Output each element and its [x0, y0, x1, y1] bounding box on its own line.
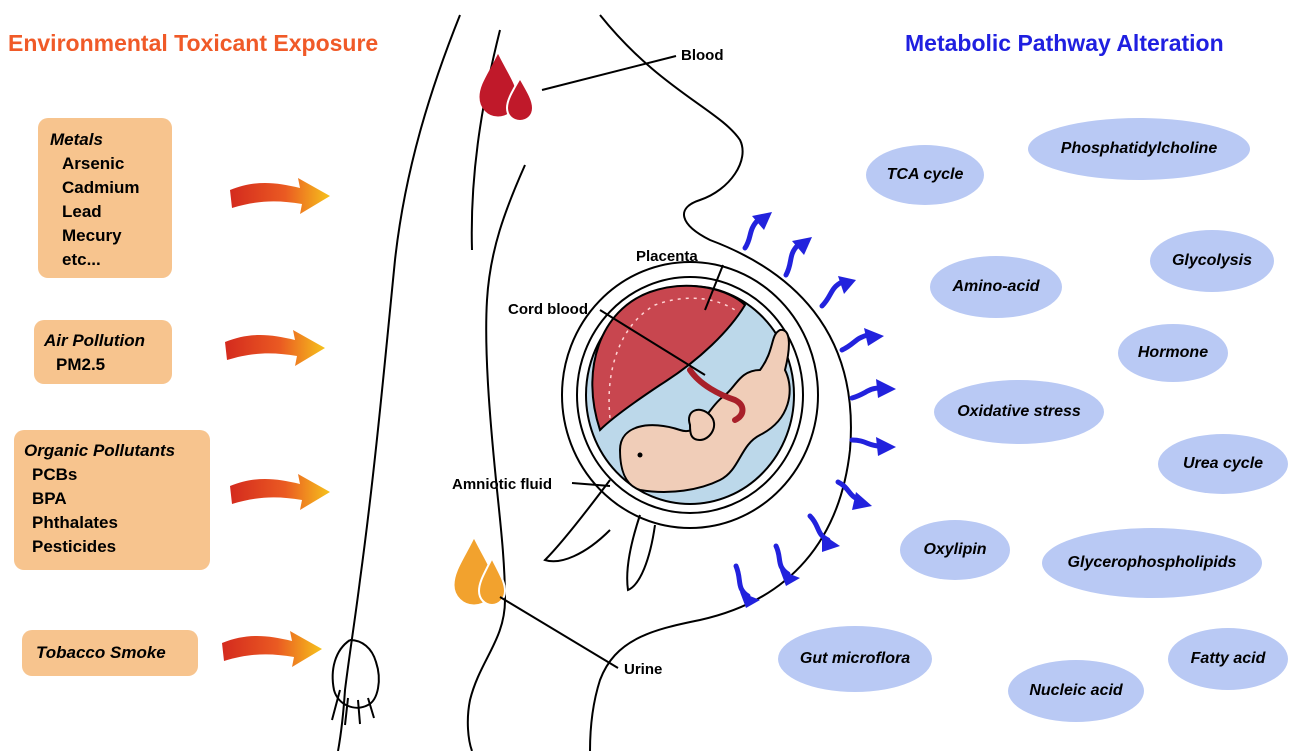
air-pollution-heading: Air Pollution — [44, 329, 172, 353]
toxicant-item: Mecury — [50, 224, 172, 248]
metals-heading: Metals — [50, 128, 172, 152]
pathway-amino-acid: Amino-acid — [930, 256, 1062, 318]
organic-pollutants-heading: Organic Pollutants — [24, 439, 210, 463]
toxicant-item: PM2.5 — [44, 353, 172, 377]
toxicant-item: Phthalates — [24, 511, 210, 535]
toxicant-item: Arsenic — [50, 152, 172, 176]
toxicant-item: Lead — [50, 200, 172, 224]
metals-box: Metals Arsenic Cadmium Lead Mecury etc..… — [38, 118, 172, 278]
toxicant-item: etc... — [50, 248, 172, 272]
tobacco-smoke-heading: Tobacco Smoke — [36, 641, 198, 665]
blood-drop-icon — [480, 55, 533, 121]
pathway-phosphatidylcholine: Phosphatidylcholine — [1028, 118, 1250, 180]
urine-label: Urine — [624, 661, 662, 678]
pathway-oxidative-stress: Oxidative stress — [934, 380, 1104, 444]
toxicant-item: PCBs — [24, 463, 210, 487]
pathway-tca-cycle: TCA cycle — [866, 145, 984, 205]
toxicant-arrows — [222, 178, 330, 667]
pathway-oxylipin: Oxylipin — [900, 520, 1010, 580]
toxicant-item: Cadmium — [50, 176, 172, 200]
placenta-label: Placenta — [636, 248, 698, 265]
pathway-hormone: Hormone — [1118, 324, 1228, 382]
organic-pollutants-box: Organic Pollutants PCBs BPA Phthalates P… — [14, 430, 210, 570]
urine-drop-icon — [455, 540, 505, 605]
pathway-glycolysis: Glycolysis — [1150, 230, 1274, 292]
tobacco-smoke-box: Tobacco Smoke — [22, 630, 198, 676]
air-pollution-box: Air Pollution PM2.5 — [34, 320, 172, 384]
pathway-gut-microflora: Gut microflora — [778, 626, 932, 692]
amniotic-fluid-label: Amniotic fluid — [452, 476, 552, 493]
pathway-fatty-acid: Fatty acid — [1168, 628, 1288, 690]
cord-blood-label: Cord blood — [508, 301, 588, 318]
pathway-nucleic-acid: Nucleic acid — [1008, 660, 1144, 722]
pathway-glycerophospholipids: Glycerophospholipids — [1042, 528, 1262, 598]
toxicant-item: Pesticides — [24, 535, 210, 559]
pathway-urea-cycle: Urea cycle — [1158, 434, 1288, 494]
toxicant-item: BPA — [24, 487, 210, 511]
blood-label: Blood — [681, 47, 724, 64]
